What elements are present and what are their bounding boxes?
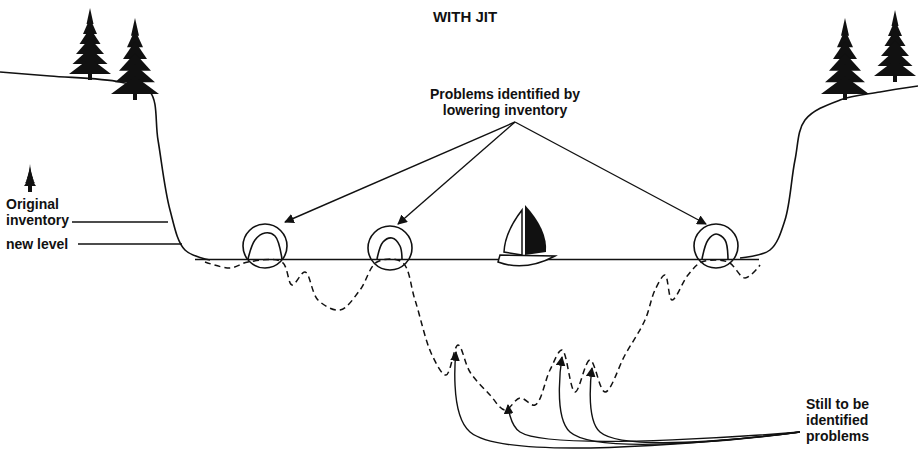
pine-tree xyxy=(821,18,869,100)
hidden-rocks xyxy=(205,259,760,410)
problem-circle xyxy=(243,224,287,268)
pine-tree xyxy=(24,164,36,192)
leader-arrow xyxy=(508,405,800,441)
water-line xyxy=(195,259,759,261)
level-label: new level xyxy=(6,236,86,252)
pine-tree xyxy=(69,8,111,80)
leader-arrow xyxy=(590,368,800,443)
callout-text: Problems identified by lowering inventor… xyxy=(420,86,590,118)
rock xyxy=(248,233,282,259)
problem-circle xyxy=(368,226,412,270)
left-bank xyxy=(0,72,210,260)
rock xyxy=(702,234,728,259)
problem-circle xyxy=(694,224,738,268)
new-level-tick xyxy=(78,243,182,245)
pine-tree xyxy=(111,18,159,100)
leader-arrow xyxy=(455,352,800,448)
callout-text: Still to be identified problems xyxy=(806,396,906,444)
sailboat xyxy=(498,205,555,266)
leader-arrow xyxy=(559,357,800,444)
leader-arrow xyxy=(398,122,515,224)
level-label: Original inventory xyxy=(6,196,78,228)
leader-arrow xyxy=(285,122,515,222)
right-bank xyxy=(740,86,918,258)
leader-arrow xyxy=(515,122,706,224)
original-level-tick xyxy=(72,221,168,223)
title: WITH JIT xyxy=(400,8,530,25)
rock xyxy=(377,238,402,259)
pine-tree xyxy=(874,10,916,82)
